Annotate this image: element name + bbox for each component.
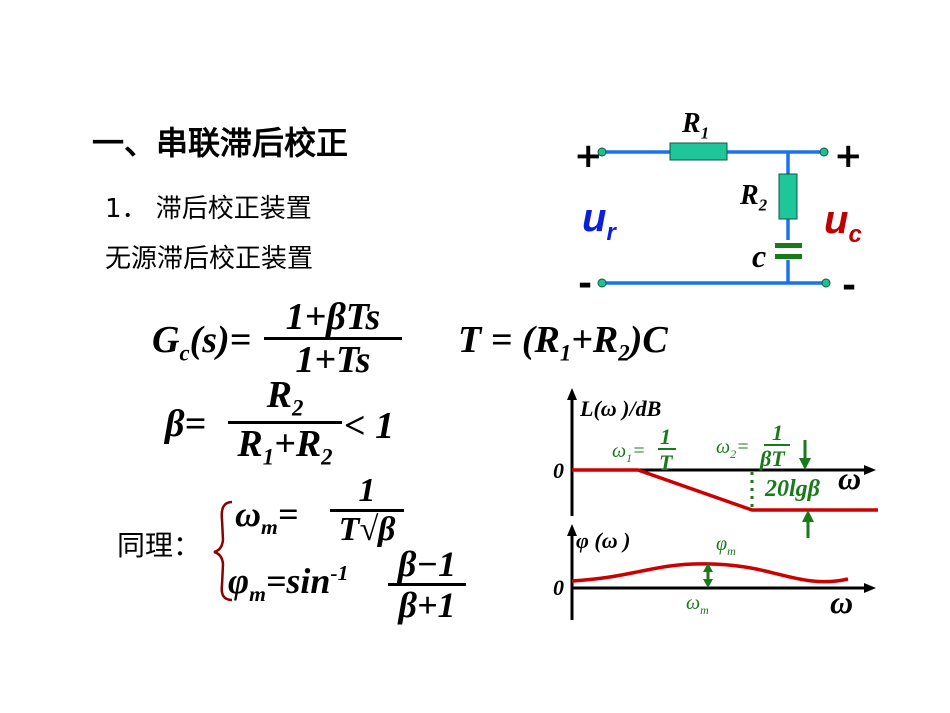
c-label: c: [752, 238, 767, 274]
output-minus: -: [842, 266, 857, 306]
similarly-label: 同理：: [117, 529, 202, 562]
section-title: 一、串联滞后校正: [92, 124, 349, 162]
beta-lhs: β=: [165, 403, 207, 445]
w2-den: βT: [760, 446, 785, 471]
r1-label: R1: [682, 108, 710, 143]
omega-m-label: ωm: [686, 592, 709, 617]
uc-label: uc: [824, 198, 862, 248]
w1-den: T: [659, 450, 673, 475]
omega-m-lhs: ωm=: [235, 494, 299, 540]
phase-axis-label: φ (ω ): [576, 528, 631, 553]
terminal: [821, 278, 831, 288]
r2-label: R2: [740, 180, 768, 215]
output-plus: +: [834, 136, 863, 176]
w1-num: 1: [660, 424, 671, 449]
w2-label: ω2=: [716, 436, 750, 461]
w1-label: ω1=: [612, 440, 646, 465]
subsection-title: 1． 滞后校正装置: [105, 194, 312, 224]
mag-zero-label: 0: [553, 458, 564, 483]
resistor-r1: [669, 142, 728, 161]
gain-drop-label: 20lgβ: [765, 476, 820, 502]
input-minus: -: [578, 264, 593, 304]
capacitor-plate: [775, 243, 802, 248]
magnitude-curve: [572, 468, 878, 512]
resistor-r2: [778, 173, 798, 220]
capacitor-plate: [775, 254, 802, 259]
phi-m-lhs: φm=sin-1: [228, 561, 349, 607]
ur-label: ur: [582, 196, 616, 246]
phi-m-label: φm: [716, 533, 736, 558]
terminal: [597, 278, 607, 288]
terminal: [597, 147, 607, 157]
gc-lhs: Gc(s)=: [152, 319, 252, 366]
phase-curve: [571, 562, 849, 584]
input-plus: +: [574, 136, 603, 176]
beta-rhs: < 1: [344, 405, 395, 447]
terminal: [819, 147, 829, 157]
mag-omega-label: ω: [838, 460, 862, 496]
phase-omega-label: ω: [830, 584, 854, 620]
magnitude-axis-label: L(ω )/dB: [580, 396, 662, 421]
phase-zero-label: 0: [553, 575, 564, 600]
w2-num: 1: [772, 420, 783, 445]
t-formula: T = (R1+R2)C: [458, 319, 668, 366]
subsection-subtitle: 无源滞后校正装置: [105, 244, 314, 274]
